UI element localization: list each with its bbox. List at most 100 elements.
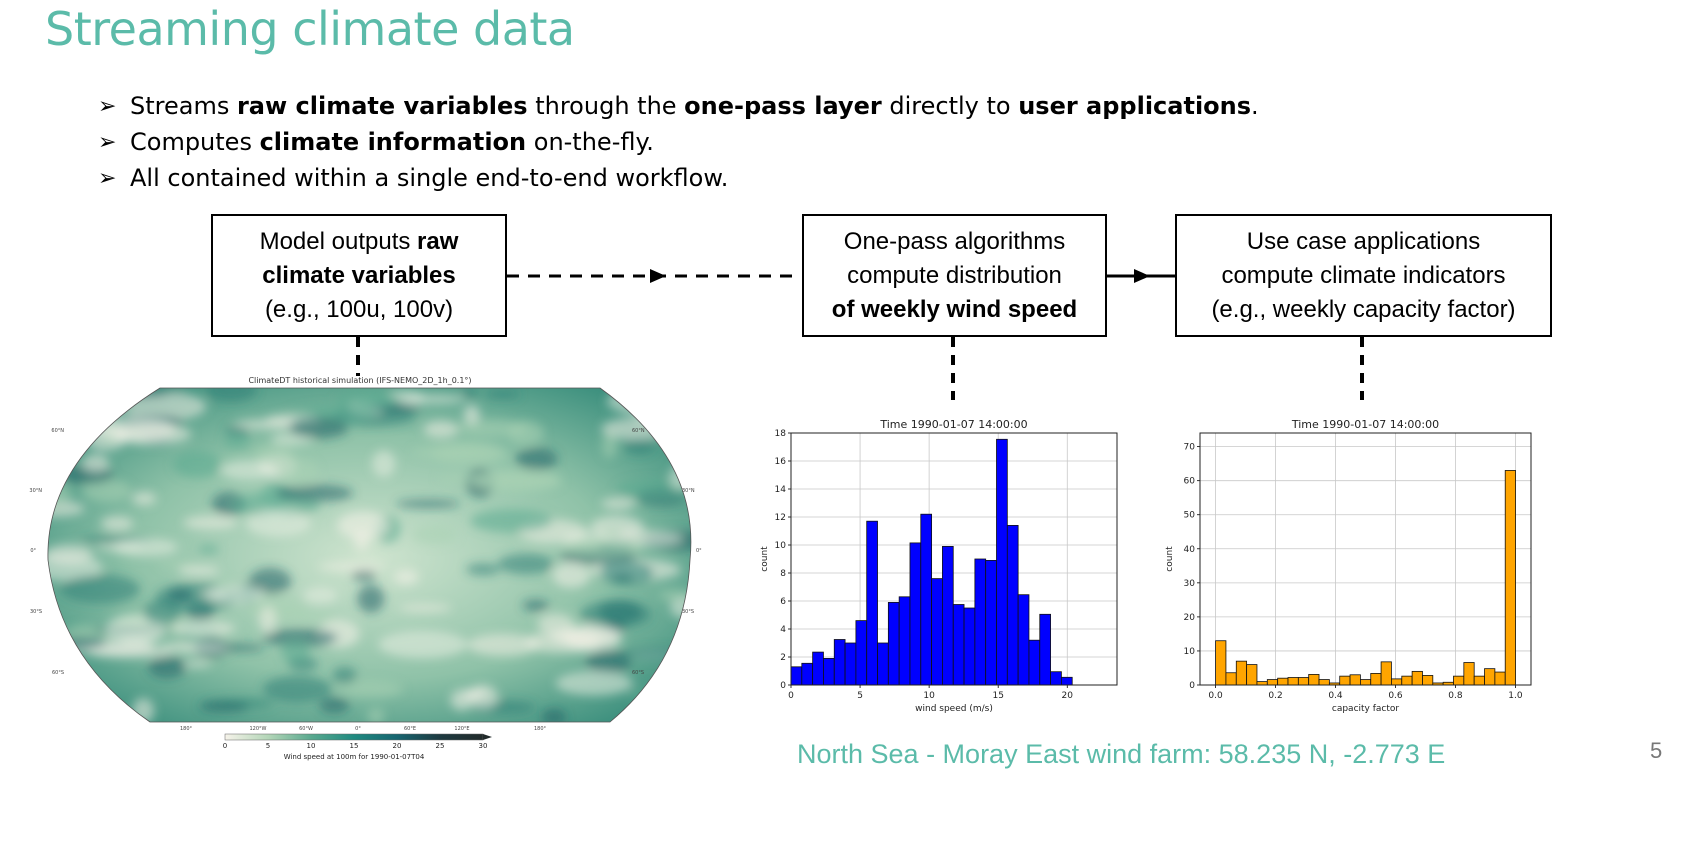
histogram-bar	[1061, 676, 1073, 686]
wind-pattern	[552, 562, 591, 588]
map-title: ClimateDT historical simulation (IFS-NEM…	[248, 376, 471, 385]
box-text: Use case applications	[1246, 227, 1481, 255]
y-tick-label: 8	[780, 569, 786, 579]
histogram-bar	[812, 651, 824, 686]
histogram-bar	[1006, 525, 1019, 686]
bullet-list: ➢ Streams raw climate variables through t…	[98, 88, 1259, 196]
box-text: (e.g., 100u, 100v)	[264, 295, 454, 323]
x-axis-label: wind speed (m/s)	[915, 704, 993, 714]
bullet-text-segment: Computes	[130, 128, 260, 156]
location-caption: North Sea - Moray East wind farm: 58.235…	[797, 739, 1446, 769]
chart-title: Time 1990-01-07 14:00:00	[1291, 418, 1439, 431]
model-output-box: Model outputs raw climate variables (e.g…	[211, 214, 507, 337]
lat-label: 0°	[696, 548, 702, 554]
y-axis-label: count	[1165, 546, 1175, 572]
wind-pattern	[223, 434, 251, 449]
wind-pattern	[563, 537, 643, 558]
wind-pattern	[302, 587, 338, 604]
x-tick-label: 0	[788, 691, 794, 701]
wind-pattern	[143, 599, 182, 625]
wind-pattern	[253, 445, 295, 464]
lon-label: 60°E	[404, 726, 416, 732]
box-text: One-pass algorithms	[843, 227, 1066, 255]
colorbar-tick-label: 25	[436, 742, 445, 750]
wind-pattern	[233, 419, 302, 430]
histogram-bar	[1370, 673, 1382, 686]
wind-pattern	[173, 451, 222, 479]
wind-pattern	[288, 417, 349, 439]
box-text-bold: raw	[417, 227, 459, 255]
wind-pattern	[199, 701, 249, 713]
wind-pattern	[601, 527, 624, 537]
wind-pattern	[249, 568, 292, 595]
arrowhead-icon	[1134, 269, 1150, 283]
lat-label: 30°S	[682, 609, 694, 615]
plot-area	[1200, 433, 1531, 685]
histogram-bar	[1308, 674, 1320, 686]
wind-pattern	[200, 591, 228, 598]
lon-label: 180°	[534, 726, 547, 732]
wind-pattern	[131, 491, 157, 506]
axes-frame	[790, 432, 1118, 686]
wind-pattern	[599, 560, 655, 586]
bullet-item: ➢All contained within a single end-to-en…	[98, 160, 1259, 196]
y-tick-label: 0	[780, 681, 786, 691]
histogram-bar	[1246, 664, 1258, 686]
histogram-bar	[1422, 675, 1434, 686]
histogram-bar	[1277, 677, 1289, 686]
lon-label: 60°W	[299, 726, 313, 732]
wind-pattern	[60, 574, 141, 604]
wind-pattern	[319, 697, 350, 714]
histogram-bar	[1297, 677, 1310, 686]
x-tick-label: 20	[1062, 691, 1074, 701]
wind-pattern	[460, 388, 478, 398]
colorbar-tick-label: 0	[223, 742, 227, 750]
wind-pattern	[470, 509, 553, 533]
wind-pattern	[337, 388, 397, 412]
histogram-bar	[1028, 639, 1041, 686]
wind-pattern	[225, 425, 250, 436]
bullet-text-bold: user applications	[1018, 92, 1252, 120]
wind-pattern	[624, 436, 655, 455]
wind-pattern	[378, 630, 468, 659]
wind-pattern	[371, 450, 396, 478]
histogram-bar	[877, 642, 889, 686]
wind-pattern	[450, 689, 474, 711]
y-tick-label: 12	[775, 513, 786, 523]
y-axis-label: count	[760, 546, 770, 572]
wind-pattern	[206, 585, 265, 604]
y-tick-label: 70	[1184, 443, 1196, 453]
wind-pattern	[398, 603, 452, 613]
histogram-bar	[1039, 613, 1051, 686]
histogram-bar	[801, 662, 814, 686]
bullet-text: Streams raw climate variables through th…	[130, 92, 1259, 120]
bullet-text-segment: on-the-fly.	[526, 128, 654, 156]
histogram-bar	[985, 560, 997, 686]
histogram-bar	[931, 578, 943, 686]
wind-pattern	[245, 509, 312, 537]
wind-pattern	[82, 479, 131, 502]
slide-title: Streaming climate data	[45, 2, 575, 56]
histogram-bar	[1215, 640, 1227, 686]
wind-pattern	[278, 458, 319, 487]
chart-title: Time 1990-01-07 14:00:00	[879, 418, 1027, 431]
colorbar-label: Wind speed at 100m for 1990-01-07T04	[284, 753, 425, 761]
arrow-bullet-icon: ➢	[98, 93, 117, 119]
wind-pattern	[219, 460, 276, 480]
box-text: (e.g., weekly capacity factor)	[1211, 295, 1516, 323]
y-tick-label: 10	[1184, 647, 1196, 657]
wind-speed-map: ClimateDT historical simulation (IFS-NEM…	[29, 376, 702, 761]
wind-pattern	[357, 584, 385, 613]
wind-pattern	[178, 565, 220, 576]
y-tick-label: 0	[1189, 681, 1195, 691]
histogram-bar	[855, 620, 868, 686]
lat-label: 30°N	[29, 488, 42, 494]
histogram-bar	[963, 607, 976, 686]
histogram-bar	[866, 520, 878, 686]
wind-pattern	[262, 628, 339, 647]
y-tick-label: 10	[775, 541, 787, 551]
histogram-bar	[909, 542, 922, 686]
